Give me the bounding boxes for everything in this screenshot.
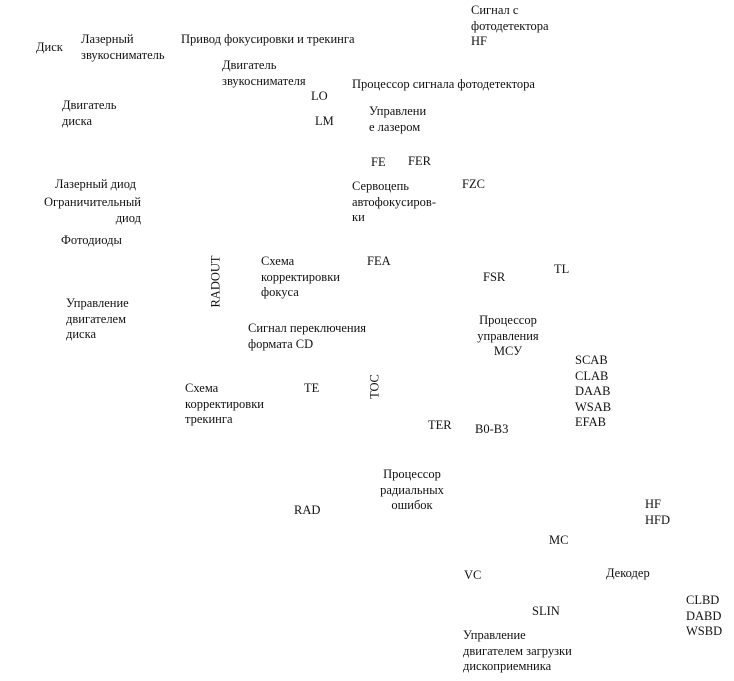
label-te: TE	[304, 381, 320, 395]
label-disk: Диск	[36, 40, 63, 54]
label-toc: TOC	[367, 374, 382, 399]
label-focus-correction: Схема корректировки фокуса	[261, 254, 340, 299]
label-photodiodes: Фотодиоды	[61, 233, 122, 247]
label-photodetector-processor: Процессор сигнала фотодетектора	[352, 77, 535, 91]
label-tracking-correction: Схема корректировки трекинга	[185, 381, 264, 426]
label-flags-right: SCAB CLAB DAAB WSAB EFAB	[575, 353, 612, 429]
label-rad: RAD	[294, 503, 321, 517]
label-lm: LM	[315, 114, 334, 128]
label-fzc: FZC	[462, 177, 485, 191]
label-decoder: Декодер	[606, 566, 650, 580]
label-fe: FE	[371, 155, 386, 169]
label-fsr: FSR	[483, 270, 506, 284]
label-laser-control: Управлени е лазером	[369, 104, 427, 134]
label-limiting-diode: Ограничительный диод	[43, 195, 141, 225]
label-mcu-processor: Процессор управления МСУ	[477, 313, 539, 358]
label-radout: RADOUT	[208, 255, 223, 308]
label-laser-diode: Лазерный диод	[55, 177, 136, 191]
label-photodetector-signal-hf: Сигнал с фотодетектора HF	[471, 3, 549, 48]
label-autofocus-servo: Сервоцепь автофокусиров- ки	[352, 179, 436, 224]
label-pickup-motor: Двигатель звукоснимателя	[222, 58, 306, 88]
label-hf-hfd: HF HFD	[645, 497, 671, 527]
label-laser-pickup: Лазерный звукосниматель	[81, 32, 165, 62]
label-ter: TER	[428, 418, 452, 432]
label-focus-tracking-drive: Привод фокусировки и трекинга	[181, 32, 355, 46]
label-radial-error-processor: Процессор радиальных ошибок	[380, 467, 444, 512]
label-mc: MC	[549, 533, 569, 547]
label-loader-motor-control: Управление двигателем загрузки дископрие…	[463, 628, 572, 673]
label-disk-motor: Двигатель диска	[62, 98, 117, 128]
label-vc: VC	[464, 568, 482, 582]
label-tl: TL	[554, 262, 570, 276]
label-clbd-group: CLBD DABD WSBD	[686, 593, 723, 638]
label-slin: SLIN	[532, 604, 560, 618]
label-fer: FER	[408, 154, 431, 168]
label-lo: LO	[311, 89, 328, 103]
label-fea: FEA	[367, 254, 391, 268]
label-b0-b3: B0-B3	[475, 422, 509, 436]
label-disk-motor-control: Управление двигателем диска	[66, 296, 129, 341]
label-format-switch-signal: Сигнал переключения формата CD	[248, 321, 367, 351]
